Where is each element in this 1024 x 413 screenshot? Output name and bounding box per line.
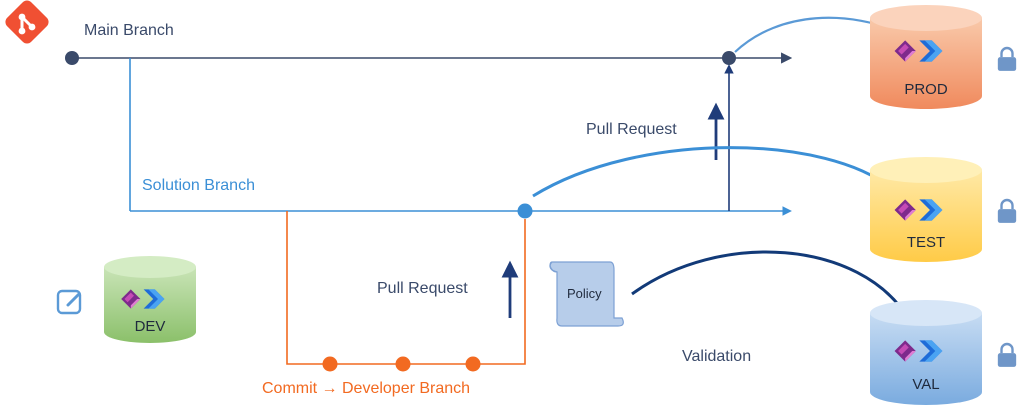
commit-node [395,356,411,372]
val-db-label: VAL [912,376,940,393]
solution-branch-merge-node [517,203,533,219]
solution-branch-line [129,58,792,219]
validation-label: Validation [682,348,752,365]
lock-icon [996,198,1018,224]
dev-database [104,256,196,343]
commit-node [322,356,338,372]
main-branch-start-node [65,51,79,65]
main-branch-label: Main Branch [84,22,174,39]
lock-icon [996,342,1018,368]
commit-node [465,356,481,372]
main-branch-merge-node [722,51,736,65]
test-db-label: TEST [906,234,946,251]
val-database [870,300,982,405]
validation-arrow [631,250,910,322]
lock-icon [996,46,1018,72]
prod-database [870,5,982,109]
policy-label: Policy [567,286,602,301]
test-database [870,157,982,262]
main-branch-line [65,51,793,65]
pull-request-upper-label: Pull Request [586,121,677,138]
developer-branch-line [286,211,526,372]
deploy-test-arrow [532,146,896,198]
prod-db-label: PROD [904,81,948,98]
edit-icon [56,289,82,315]
git-logo-icon [5,0,49,44]
pull-request-lower-label: Pull Request [377,280,468,297]
commit-developer-branch-label: Commit → Developer Branch [262,380,471,397]
solution-branch-label: Solution Branch [142,177,255,194]
policy-scroll-icon [549,261,624,327]
dev-db-label: DEV [134,318,166,335]
